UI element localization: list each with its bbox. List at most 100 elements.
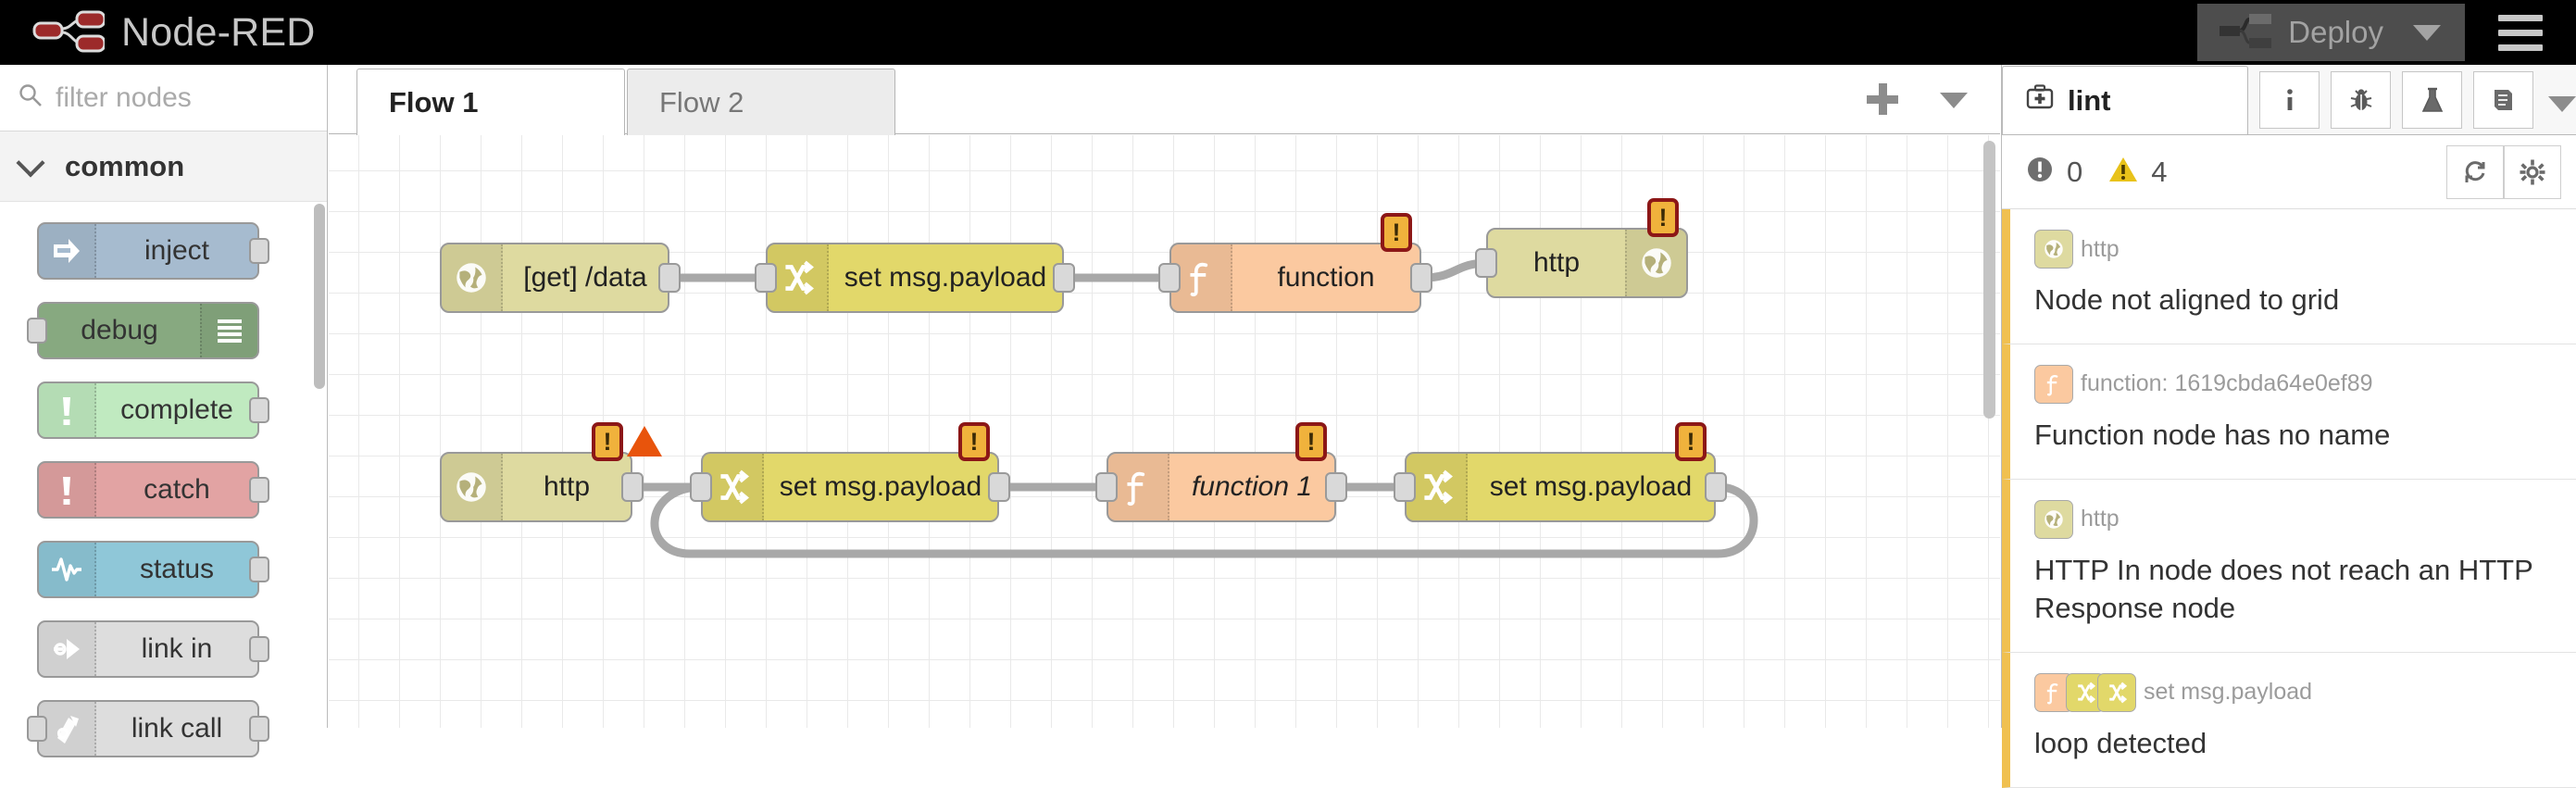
flask-icon[interactable] bbox=[2402, 71, 2462, 129]
exclamation-icon bbox=[39, 463, 96, 517]
chevron-down-icon[interactable] bbox=[2413, 24, 2441, 41]
globe-icon bbox=[2034, 230, 2073, 269]
node-warning-badge-icon[interactable]: ! bbox=[592, 422, 623, 461]
deploy-button[interactable]: Deploy bbox=[2197, 4, 2465, 61]
sidebar-more-chevron-down-icon[interactable] bbox=[2547, 96, 2576, 112]
node-input-port[interactable] bbox=[1095, 472, 1118, 502]
node-output-port[interactable] bbox=[621, 472, 644, 502]
node-output-port[interactable] bbox=[249, 557, 269, 582]
node-output-port[interactable] bbox=[249, 238, 269, 264]
flow-node-n5[interactable]: http! bbox=[440, 422, 662, 522]
flow-node-n6[interactable]: set msg.payload! bbox=[690, 422, 1010, 522]
lint-item-header: http bbox=[2034, 499, 2548, 539]
link-in-icon bbox=[39, 622, 96, 676]
node-warning-badge-icon[interactable]: ! bbox=[1647, 198, 1679, 237]
function-icon bbox=[1171, 244, 1232, 311]
node-warning-badge-icon[interactable]: ! bbox=[1675, 422, 1707, 461]
flow-node-n2[interactable]: set msg.payload bbox=[755, 243, 1075, 313]
list-lines-icon bbox=[200, 304, 257, 357]
lint-item[interactable]: function: 1619cbda64e0ef89 Function node… bbox=[2002, 344, 2576, 480]
lint-counts: 0 4 bbox=[2002, 135, 2576, 209]
canvas-scrollbar[interactable] bbox=[1983, 141, 1995, 419]
function-icon bbox=[2034, 364, 2073, 404]
change-icon bbox=[2097, 672, 2136, 712]
flow-node-label: function 1 bbox=[1191, 471, 1313, 502]
palette-search[interactable]: filter nodes bbox=[0, 65, 327, 131]
palette-node-complete[interactable]: complete bbox=[37, 381, 269, 439]
lint-item[interactable]: set msg.payload loop detected bbox=[2002, 652, 2576, 788]
palette-node-label: inject bbox=[144, 235, 210, 266]
flow-node-n4[interactable]: http! bbox=[1475, 198, 1688, 298]
lint-node-chips bbox=[2034, 672, 2136, 712]
tab-flow-1[interactable]: Flow 1 bbox=[356, 69, 625, 135]
node-input-port[interactable] bbox=[27, 716, 47, 742]
node-output-port[interactable] bbox=[1705, 472, 1727, 502]
bug-icon[interactable] bbox=[2331, 71, 2392, 129]
flow-node-label: [get] /data bbox=[523, 262, 647, 293]
node-output-port[interactable] bbox=[1410, 263, 1432, 293]
info-icon[interactable] bbox=[2259, 71, 2320, 129]
palette-scrollbar[interactable] bbox=[314, 204, 325, 389]
palette-node-label: catch bbox=[144, 474, 210, 505]
globe-icon bbox=[2034, 499, 2073, 539]
lint-message: Node not aligned to grid bbox=[2034, 283, 2340, 316]
node-error-triangle-icon[interactable] bbox=[627, 426, 662, 457]
node-output-port[interactable] bbox=[988, 472, 1010, 502]
change-icon bbox=[703, 454, 764, 520]
node-input-port[interactable] bbox=[690, 472, 712, 502]
palette-node-debug[interactable]: debug bbox=[27, 302, 259, 359]
refresh-icon[interactable] bbox=[2446, 144, 2504, 199]
lint-node-chips bbox=[2034, 499, 2073, 539]
flow-node-n1[interactable]: [get] /data bbox=[440, 243, 681, 313]
palette-node-inject[interactable]: inject bbox=[37, 222, 269, 280]
node-input-port[interactable] bbox=[1158, 263, 1181, 293]
lint-node-label: http bbox=[2081, 235, 2120, 262]
lint-sidebar: lint bbox=[2001, 65, 2576, 788]
palette-node-catch[interactable]: catch bbox=[37, 461, 269, 519]
change-icon bbox=[1407, 454, 1468, 520]
flow-node-n3[interactable]: function! bbox=[1158, 213, 1432, 313]
node-output-port[interactable] bbox=[658, 263, 681, 293]
change-icon bbox=[768, 244, 829, 311]
function-icon bbox=[1108, 454, 1169, 520]
arrow-right-icon bbox=[39, 224, 96, 278]
node-output-port[interactable] bbox=[1325, 472, 1347, 502]
book-icon[interactable] bbox=[2473, 71, 2533, 129]
lint-item[interactable]: http HTTP In node does not reach an HTTP… bbox=[2002, 479, 2576, 653]
lint-item[interactable]: http Node not aligned to grid bbox=[2002, 209, 2576, 344]
node-warning-badge-icon[interactable]: ! bbox=[958, 422, 990, 461]
node-output-port[interactable] bbox=[249, 716, 269, 742]
flow-node-n8[interactable]: set msg.payload! bbox=[1394, 422, 1727, 522]
node-input-port[interactable] bbox=[27, 318, 47, 344]
warning-triangle-icon bbox=[2108, 156, 2138, 188]
hamburger-menu-icon[interactable] bbox=[2465, 14, 2576, 51]
palette-category-common[interactable]: common bbox=[0, 131, 327, 202]
palette-node-link-call[interactable]: link call bbox=[27, 700, 269, 757]
node-input-port[interactable] bbox=[755, 263, 777, 293]
node-output-port[interactable] bbox=[1053, 263, 1075, 293]
node-output-port[interactable] bbox=[249, 477, 269, 503]
header-actions: Deploy bbox=[2197, 0, 2576, 65]
add-flow-button[interactable] bbox=[1867, 83, 1898, 115]
gear-icon[interactable] bbox=[2504, 144, 2561, 199]
search-input-placeholder[interactable]: filter nodes bbox=[56, 81, 192, 113]
node-input-port[interactable] bbox=[1475, 248, 1497, 278]
palette-node-label: complete bbox=[120, 394, 233, 425]
lint-item-header: function: 1619cbda64e0ef89 bbox=[2034, 364, 2548, 404]
tab-lint[interactable]: lint bbox=[2002, 66, 2249, 134]
node-input-port[interactable] bbox=[1394, 472, 1416, 502]
flow-menu-chevron-down-icon[interactable] bbox=[1940, 93, 1968, 108]
node-output-port[interactable] bbox=[249, 636, 269, 662]
node-warning-badge-icon[interactable]: ! bbox=[1295, 422, 1327, 461]
node-warning-badge-icon[interactable]: ! bbox=[1381, 213, 1412, 252]
flow-workspace: Flow 1 Flow 2 [get] /data set msg.payload… bbox=[329, 65, 2000, 728]
palette-node-status[interactable]: status bbox=[37, 541, 269, 598]
flow-canvas[interactable]: [get] /data set msg.payload function! http!… bbox=[329, 135, 2000, 728]
pulse-wave-icon bbox=[39, 543, 96, 596]
warning-count: 4 bbox=[2151, 155, 2168, 188]
lint-node-label: function: 1619cbda64e0ef89 bbox=[2081, 370, 2373, 397]
flow-node-n7[interactable]: function 1! bbox=[1095, 422, 1347, 522]
tab-flow-2[interactable]: Flow 2 bbox=[627, 69, 895, 135]
node-output-port[interactable] bbox=[249, 397, 269, 423]
palette-node-link-in[interactable]: link in bbox=[37, 620, 269, 678]
